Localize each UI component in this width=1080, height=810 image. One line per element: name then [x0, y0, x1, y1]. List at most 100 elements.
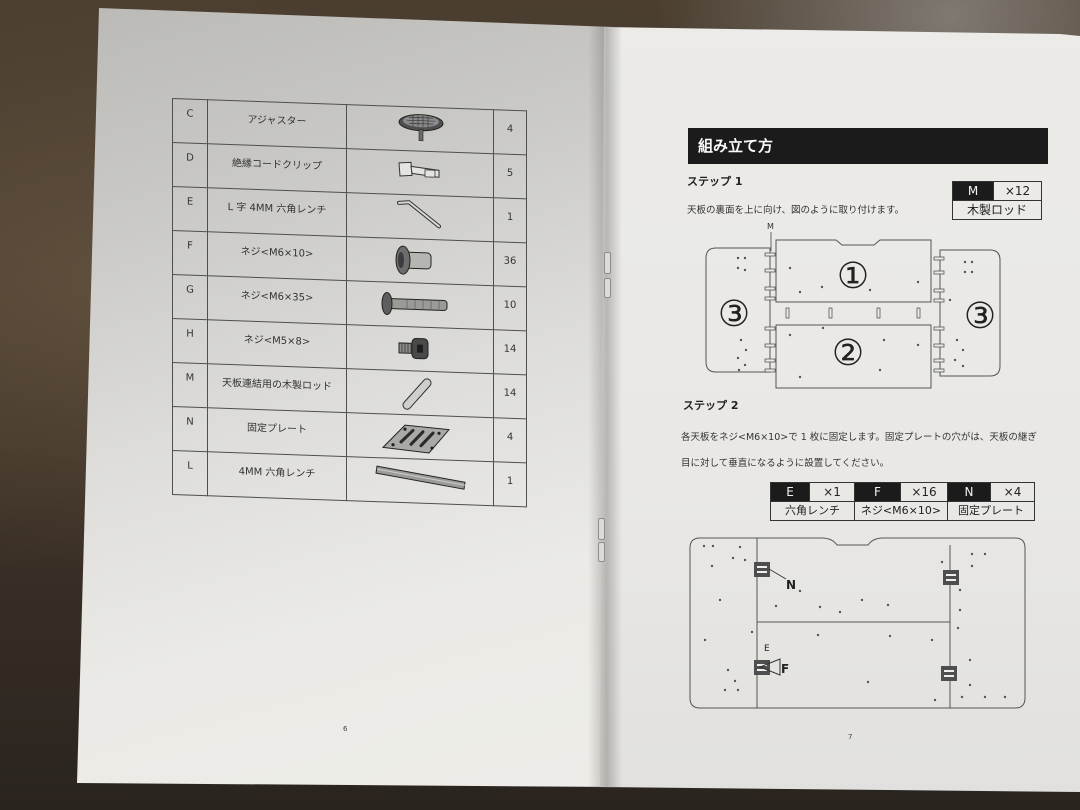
- step2-heading: ステップ 2: [683, 399, 739, 412]
- desk-outline: [689, 537, 1026, 709]
- binding-staple: [598, 518, 605, 540]
- part-image-cell: [346, 192, 494, 242]
- step2-parts-badge: E ×1 F ×16 N ×4 六角レンチ ネジ<M6×10> 固定プレート: [770, 482, 1035, 521]
- table-row: D 絶縁コードクリップ 5: [172, 142, 527, 199]
- badge-part-qty: ×4: [990, 482, 1035, 502]
- page-number-right: 7: [848, 733, 853, 741]
- screw-m5x8-icon: [398, 338, 429, 360]
- table-row: L 4MM 六角レンチ 1: [172, 450, 527, 507]
- part-code-cell: D: [172, 142, 208, 188]
- part-qty-cell: 4: [493, 109, 527, 155]
- badge-part-name: 木製ロッド: [952, 200, 1042, 220]
- badge-part-qty: ×16: [900, 482, 948, 502]
- part-name-cell: 天板連結用の木製ロッド: [207, 363, 347, 413]
- badge-part-name: ネジ<M6×10>: [854, 501, 948, 521]
- book-gutter-shadow: [588, 26, 622, 788]
- rod-label: M: [767, 222, 774, 231]
- step1-parts-badge: M ×12 木製ロッド: [952, 181, 1042, 220]
- part-code-cell: C: [172, 98, 208, 144]
- part-name-cell: 固定プレート: [207, 407, 347, 457]
- l-hex-wrench-icon: [397, 200, 441, 229]
- hex-wrench-icon: [375, 465, 466, 490]
- table-row: M 天板連結用の木製ロッド 14: [172, 362, 527, 419]
- panel-label-right: ③: [964, 296, 996, 337]
- table-row: N 固定プレート 4: [172, 406, 527, 463]
- parts-list-table: C アジャスター 4 D 絶縁コードクリップ: [172, 98, 527, 507]
- badge-part-name: 固定プレート: [947, 501, 1035, 521]
- part-code-cell: N: [172, 406, 208, 452]
- part-code-cell: G: [172, 274, 208, 320]
- fixing-plate-icon: [754, 562, 770, 577]
- panel-label-top: ①: [837, 256, 869, 297]
- part-name-cell: ネジ<M6×35>: [207, 275, 347, 325]
- part-code-cell: M: [172, 362, 208, 408]
- part-code-cell: F: [172, 230, 208, 276]
- fixing-plate-icon: [943, 570, 959, 585]
- table-row: F ネジ<M6×10> 36: [172, 230, 527, 287]
- part-qty-cell: 36: [493, 241, 527, 287]
- fixing-plate-icon: [381, 424, 451, 454]
- part-image-cell: [346, 280, 494, 330]
- table-row: E L 字 4MM 六角レンチ 1: [172, 186, 527, 243]
- dowel-rods: [764, 252, 945, 373]
- part-name-cell: 絶縁コードクリップ: [207, 143, 347, 193]
- panel-holes: [736, 256, 974, 379]
- part-code-cell: H: [172, 318, 208, 364]
- panel-label-bottom: ②: [832, 333, 864, 374]
- section-title-bar: 組み立て方: [688, 128, 1048, 164]
- page-number-left: 6: [343, 725, 348, 733]
- binding-staple: [598, 542, 605, 562]
- part-code-cell: L: [172, 450, 208, 496]
- part-image-cell: [346, 236, 494, 286]
- step2-instruction-line-1: 各天板をネジ<M6×10>で 1 枚に固定します。固定プレートの穴がは、天板の継…: [681, 432, 1037, 443]
- part-name-cell: L 字 4MM 六角レンチ: [207, 187, 347, 237]
- binding-staple: [604, 278, 611, 298]
- part-qty-cell: 4: [493, 417, 527, 463]
- part-qty-cell: 5: [493, 153, 527, 199]
- badge-part-code: N: [947, 482, 991, 502]
- step2-instruction-line-2: 目に対して垂直になるように設置してください。: [681, 458, 890, 469]
- panel-left: [705, 247, 771, 373]
- part-qty-cell: 14: [493, 373, 527, 419]
- part-image-cell: [346, 412, 494, 462]
- part-image-cell: [346, 324, 494, 374]
- step1-heading: ステップ 1: [687, 175, 743, 188]
- badge-part-qty: ×12: [993, 181, 1042, 201]
- badge-part-name: 六角レンチ: [770, 501, 855, 521]
- screw-arrow-icon: [758, 658, 781, 676]
- part-name-cell: ネジ<M5×8>: [207, 319, 347, 369]
- badge-part-code: M: [952, 181, 994, 201]
- part-qty-cell: 14: [493, 329, 527, 375]
- wrench-label: E: [764, 644, 770, 654]
- part-qty-cell: 1: [493, 197, 527, 243]
- part-image-cell: [346, 456, 494, 506]
- part-code-cell: E: [172, 186, 208, 232]
- screw-label: F: [781, 662, 789, 676]
- plate-label: N: [786, 578, 796, 592]
- panel-bottom: [775, 324, 932, 389]
- step1-instruction: 天板の裏面を上に向け、図のように取り付けます。: [687, 205, 905, 216]
- part-qty-cell: 1: [493, 461, 527, 507]
- table-row: G ネジ<M6×35> 10: [172, 274, 527, 331]
- panel-right: [939, 249, 1001, 377]
- panel-top: [775, 239, 932, 303]
- adjuster-foot-icon: [398, 114, 444, 142]
- wooden-dowel-icon: [402, 378, 432, 410]
- badge-part-code: F: [854, 482, 901, 502]
- part-name-cell: 4MM 六角レンチ: [207, 451, 347, 501]
- panel-label-left: ③: [718, 294, 750, 335]
- binding-staple: [604, 252, 611, 274]
- badge-part-qty: ×1: [809, 482, 855, 502]
- part-qty-cell: 10: [493, 285, 527, 331]
- badge-part-code: E: [770, 482, 810, 502]
- step2-diagram: N E F: [689, 537, 1026, 709]
- screw-m6x35-icon: [381, 292, 448, 316]
- part-name-cell: ネジ<M6×10>: [207, 231, 347, 281]
- part-name-cell: アジャスター: [207, 99, 347, 149]
- table-row: C アジャスター 4: [172, 98, 527, 155]
- table-row: H ネジ<M5×8> 14: [172, 318, 527, 375]
- desk-holes: [702, 544, 1007, 702]
- part-image-cell: [346, 104, 494, 154]
